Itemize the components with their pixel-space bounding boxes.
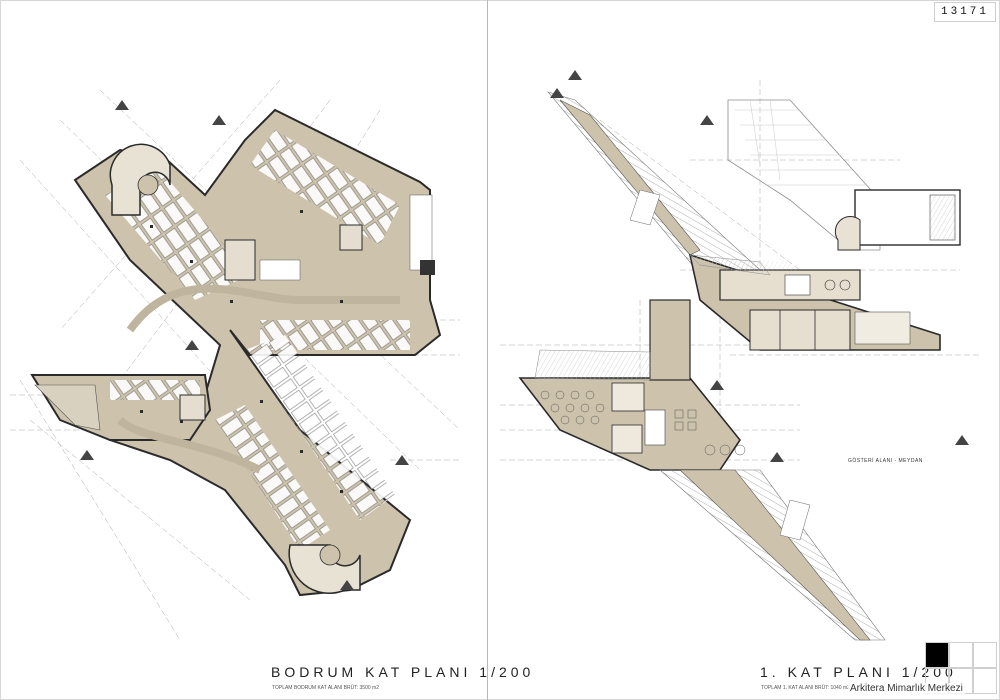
kat1-rooms-east — [749, 309, 851, 351]
legend-swatch-black — [925, 642, 949, 668]
bodrum-columns — [140, 210, 343, 493]
parking-bays-center — [259, 259, 301, 281]
kat1-bridge — [649, 299, 691, 381]
watermark: Arkitera Mimarlık Merkezi — [848, 683, 965, 694]
legend-cell — [949, 642, 973, 668]
ramp-south — [288, 544, 361, 595]
drive-aisle-south — [117, 416, 262, 474]
ramp-north — [109, 143, 171, 216]
kat1-plan-title: 1. KAT PLANI 1/200 — [760, 664, 957, 680]
bodrum-plan-title: BODRUM KAT PLANI 1/200 — [271, 664, 535, 680]
drive-aisle-north — [126, 284, 400, 333]
sheet-number: 13171 — [940, 6, 989, 18]
parking-bays-northeast — [250, 130, 400, 245]
parking-bays-southwest — [215, 405, 330, 550]
parking-bays-north — [105, 170, 250, 300]
kat1-canopy-grid — [735, 99, 865, 186]
legend-cell — [973, 642, 997, 668]
parking-bays-south — [245, 335, 395, 520]
bodrum-north-markers — [80, 100, 409, 590]
kat1-plan-subtitle: TOPLAM 1. KAT ALANI BRÜT: 1040 m2 — [761, 685, 850, 691]
sheet-divider — [487, 0, 488, 700]
sheet-number-box: 13171 — [934, 2, 996, 22]
bodrum-west-room — [34, 384, 101, 431]
bodrum-footprint — [32, 108, 442, 597]
core-stair-2 — [179, 394, 206, 421]
meydan-label: GÖSTERİ ALANI - MEYDAN — [848, 458, 923, 464]
scale-legend-grid — [925, 642, 997, 694]
bodrum-plan — [10, 79, 461, 641]
core-stair-1 — [224, 239, 256, 281]
kat1-steps-west — [534, 349, 651, 381]
kat1-cafe-tables — [540, 390, 605, 425]
bodrum-plan-subtitle: TOPLAM BODRUM KAT ALANI BRÜT: 3500 m2 — [272, 685, 379, 691]
parking-bays-east — [260, 320, 410, 350]
parking-bays-ramp-side — [409, 194, 433, 271]
kat1-crosswalk-north — [629, 189, 661, 226]
kat1-canopy — [727, 99, 881, 251]
legend-cell — [973, 668, 997, 694]
kat1-north-markers — [550, 70, 969, 462]
kat1-plan — [500, 70, 980, 641]
parking-bays-west — [110, 380, 200, 400]
kat1-hall-east — [854, 311, 911, 345]
kat1-crosswalk-south — [779, 499, 811, 541]
kat1-shard-south — [679, 469, 871, 641]
core-stair-3 — [339, 224, 363, 251]
core-shaft — [420, 260, 435, 275]
kat1-shard-north — [559, 99, 701, 256]
